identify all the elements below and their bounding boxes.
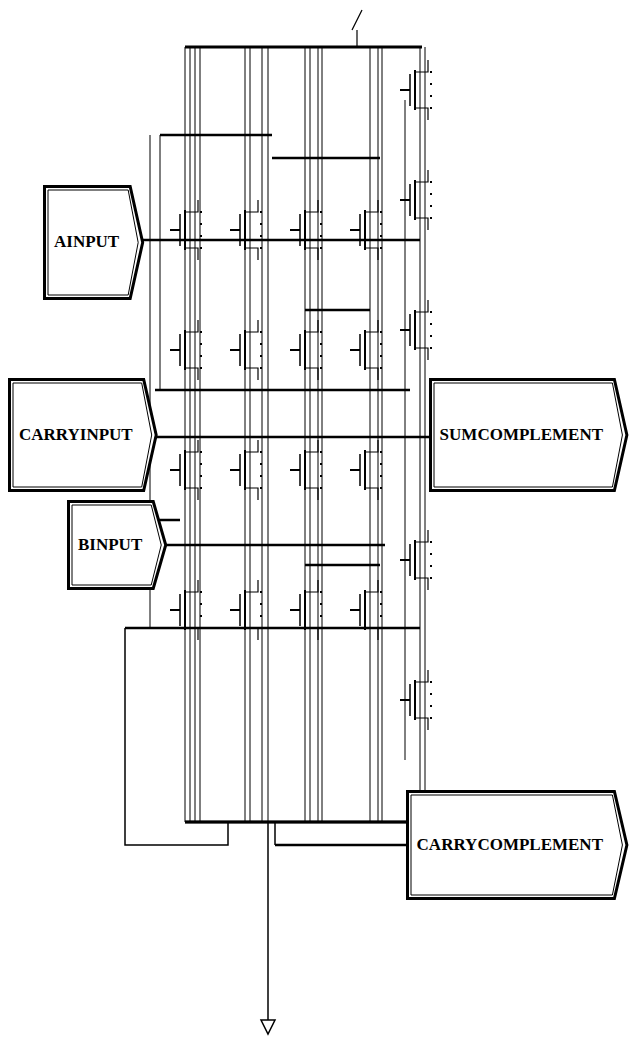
transistor-symbol	[350, 580, 382, 640]
port-label: CARRYINPUT	[8, 378, 158, 492]
transistor-symbol	[400, 170, 432, 230]
vertical-wire	[310, 47, 311, 822]
ground-wire	[267, 822, 269, 1020]
vertical-wire	[322, 47, 323, 822]
transistor-symbol	[350, 440, 382, 500]
signal-wire	[130, 239, 420, 242]
port-name: SUMCOMPLEMENT	[440, 426, 603, 445]
signal-wire	[145, 436, 436, 439]
vertical-wire	[318, 47, 319, 822]
vertical-wire	[250, 47, 251, 822]
feedback-wire	[125, 628, 228, 845]
vertical-wire	[305, 47, 306, 822]
port-label: CARRYCOMPLEMENT	[406, 790, 628, 900]
vertical-wire	[190, 47, 191, 822]
transistor-symbol	[400, 300, 432, 360]
transistor-symbol	[400, 60, 432, 120]
transistor-symbol	[290, 440, 322, 500]
port-name: AINPUT	[54, 233, 119, 252]
transistor-symbol	[290, 200, 322, 260]
transistor-symbol	[400, 530, 432, 590]
signal-wire	[155, 389, 410, 392]
transistor-symbol	[170, 440, 202, 500]
port-label: BINPUT	[67, 500, 167, 590]
ground-rail	[185, 821, 422, 824]
vertical-wire	[382, 47, 383, 822]
vertical-wire	[160, 135, 161, 390]
vertical-wire	[370, 47, 371, 822]
vertical-wire	[420, 47, 421, 822]
carry-wire	[274, 822, 276, 845]
signal-wire	[185, 821, 422, 824]
transistor-symbol	[290, 320, 322, 380]
transistor-symbol	[170, 320, 202, 380]
transistor-symbol	[350, 320, 382, 380]
signal-wire	[160, 134, 272, 137]
port-name: CARRYINPUT	[19, 426, 133, 445]
transistor-symbol	[290, 580, 322, 640]
vertical-wire	[268, 47, 269, 822]
transistor-symbol	[230, 580, 262, 640]
transistor-symbol	[350, 200, 382, 260]
signal-wire	[305, 564, 380, 567]
vertical-wire	[425, 47, 426, 822]
transistor-symbol	[230, 440, 262, 500]
bus-tick	[352, 10, 362, 30]
signal-wire	[305, 309, 370, 312]
supply-rail	[185, 46, 422, 49]
port-label: AINPUT	[43, 185, 144, 300]
port-label: SUMCOMPLEMENT	[429, 378, 628, 492]
vertical-wire	[262, 47, 263, 822]
vertical-wire	[378, 47, 379, 822]
supply-stub	[356, 30, 357, 47]
vertical-wire	[185, 47, 186, 822]
transistor-symbol	[170, 580, 202, 640]
ground-symbol	[261, 1020, 275, 1034]
transistor-symbol	[400, 670, 432, 730]
transistor-symbol	[230, 320, 262, 380]
vertical-wire	[200, 47, 201, 822]
port-name: CARRYCOMPLEMENT	[417, 836, 603, 855]
transistor-symbol	[230, 200, 262, 260]
transistor-symbol	[170, 200, 202, 260]
signal-wire	[145, 544, 385, 547]
vertical-wire	[195, 47, 196, 822]
vertical-wire	[245, 47, 246, 822]
signal-wire	[272, 157, 380, 160]
port-name: BINPUT	[78, 536, 142, 555]
